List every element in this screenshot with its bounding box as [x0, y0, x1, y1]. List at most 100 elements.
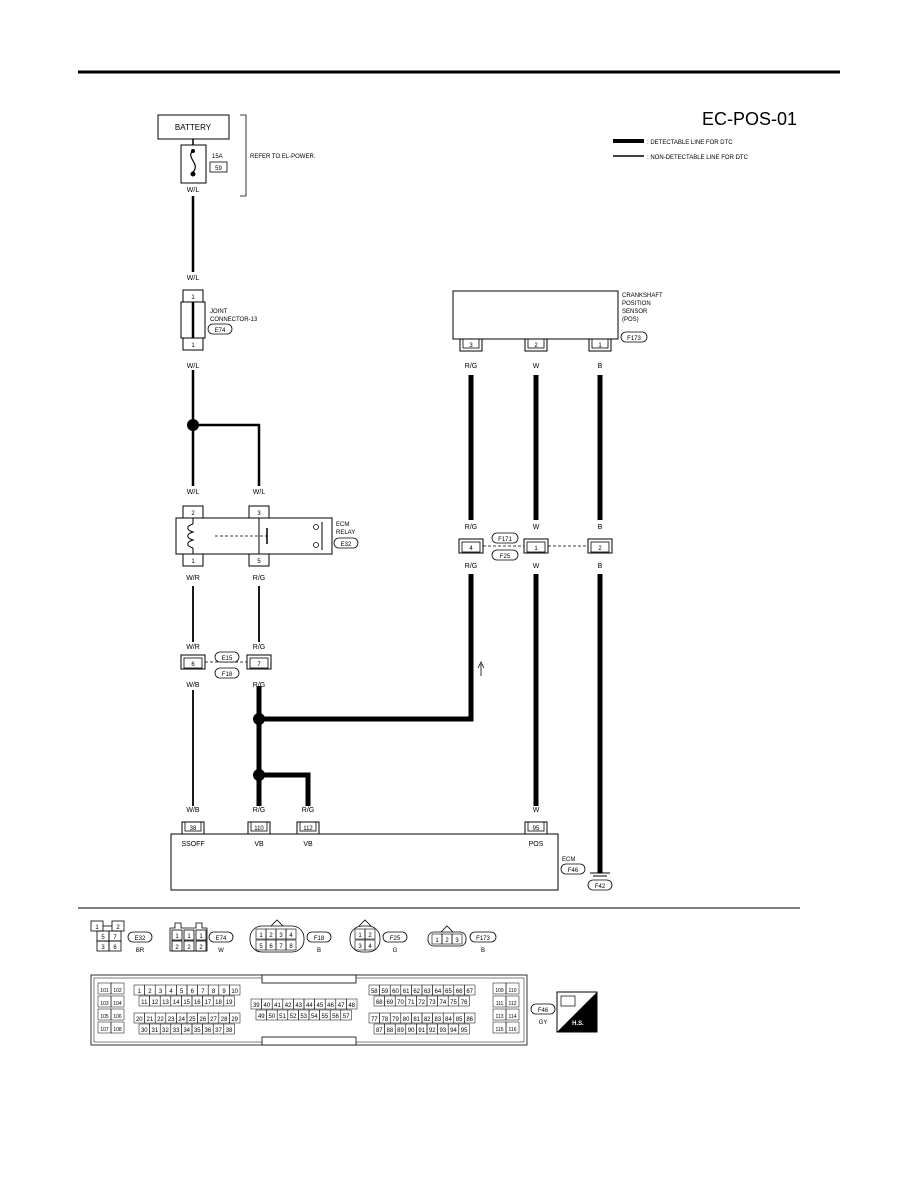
pin-number: 3 [279, 933, 283, 939]
legend-detectable: : DETECTABLE LINE FOR DTC [647, 140, 733, 146]
pin-number: 56 [332, 1014, 339, 1020]
pin-number: 73 [429, 1000, 436, 1006]
ecm-relay-code: E32 [341, 542, 352, 548]
pin-number: 116 [509, 1027, 517, 1033]
pin-number: 6 [191, 989, 195, 995]
ecm-relay-name: RELAY [336, 530, 355, 536]
pin-number: 90 [408, 1028, 415, 1034]
pin-number: 2 [368, 933, 372, 939]
pin-number: 83 [435, 1017, 442, 1023]
fuse-box [180, 144, 207, 184]
connector-view-code: F173 [476, 936, 490, 942]
crank-sensor-code: F173 [627, 336, 641, 342]
pin-number: 2 [199, 945, 203, 951]
wire-color-label: B [598, 855, 603, 862]
pin-number: 7 [113, 935, 117, 941]
pin-number: 45 [317, 1003, 324, 1009]
pin-number: 3 [257, 511, 261, 517]
crank-sensor-name: CRANKSHAFT [622, 293, 663, 299]
pin-number: 40 [264, 1003, 271, 1009]
pin-cell [505, 1008, 520, 1021]
pin-number: 101 [100, 988, 109, 994]
pin-number: 3 [159, 989, 163, 995]
pin-number: 48 [348, 1003, 355, 1009]
pin-number: 26 [200, 1017, 207, 1023]
pin-cell [229, 984, 241, 996]
pin-cell [464, 984, 476, 996]
pin-number: 44 [306, 1003, 313, 1009]
pin-number: 5 [180, 989, 184, 995]
pin-number: 1 [534, 546, 538, 552]
ecm-pin-name: POS [529, 841, 544, 848]
connector-view-code: F18 [314, 936, 325, 942]
pin-number: 1 [191, 295, 195, 301]
pin-number: 1 [435, 938, 439, 944]
pin-number: 65 [445, 989, 452, 995]
pin-number: 2 [445, 938, 449, 944]
pin-number: 5 [101, 935, 105, 941]
joint-connector: W/L 1 1 W/L JOINT CONNECTOR-13 E74 [180, 275, 258, 370]
pin-number: 7 [257, 662, 261, 668]
pin-number: 57 [343, 1014, 350, 1020]
ecm-label: ECM [562, 857, 575, 863]
pin-number: 82 [424, 1017, 431, 1023]
pin-number: 2 [598, 546, 602, 552]
wires [191, 196, 603, 873]
pin-number: 5 [257, 559, 261, 565]
connector-code: F171 [498, 537, 512, 543]
arrow-up-icon [477, 661, 485, 676]
pin-number: 66 [456, 989, 463, 995]
wire-color-label: B [598, 524, 603, 531]
pin-number: 6 [191, 662, 195, 668]
pin-number: 115 [496, 1027, 504, 1033]
pin-number: 16 [194, 1000, 201, 1006]
pin-number: 51 [279, 1014, 286, 1020]
pin-number: 28 [221, 1017, 228, 1023]
pin-number: 104 [113, 1001, 122, 1007]
pin-number: 2 [187, 945, 191, 951]
ecm-relay: W/L W/L 2 3 1 5 W/R R/G ECM RELAY E32 [175, 489, 359, 582]
pin-number: 2 [191, 511, 195, 517]
connector-view-color: B [317, 948, 321, 954]
pin-number: 1 [191, 559, 195, 565]
pin-number: 4 [469, 546, 473, 552]
connector-view-f173: 1 2 3 F173 B [427, 925, 497, 954]
pin-number: 74 [440, 1000, 447, 1006]
ecm-relay-name: ECM [336, 522, 349, 528]
pin-number: 112 [509, 1001, 517, 1007]
wire-color-label: R/G [253, 682, 265, 689]
connector-view-e32: 1 2 5 7 3 6 E32 BR [90, 920, 153, 954]
pin-number: 31 [152, 1028, 159, 1034]
pin-number: 112 [303, 826, 313, 832]
connector-code: E15 [222, 656, 233, 662]
pin-number: 1 [358, 933, 362, 939]
battery-label: BATTERY [175, 123, 212, 132]
wire-color-label: R/G [465, 363, 477, 370]
legend: : DETECTABLE LINE FOR DTC : NON-DETECTAB… [613, 139, 749, 161]
connector-code: F18 [222, 672, 233, 678]
pin-number: 9 [222, 989, 226, 995]
connector-view-color: G [393, 948, 398, 954]
pin-number: 88 [387, 1028, 394, 1034]
pin-number: 86 [466, 1017, 473, 1023]
pin-number: 60 [392, 989, 399, 995]
connector-code: F25 [500, 554, 511, 560]
pin-number: 27 [210, 1017, 217, 1023]
pin-cell [110, 982, 125, 995]
pin-number: 1 [199, 934, 203, 940]
pin-number: 1 [191, 343, 195, 349]
wire-color-label: R/G [465, 524, 477, 531]
pin-number: 71 [408, 1000, 415, 1006]
pin-number: 5 [259, 944, 263, 950]
pin-number: 79 [392, 1017, 399, 1023]
legend-non-detectable: : NON-DETECTABLE LINE FOR DTC [647, 155, 749, 161]
wire-color-label: W [533, 807, 540, 814]
pin-number: 4 [289, 933, 293, 939]
pin-number: 8 [289, 944, 293, 950]
pin-cell [340, 1009, 352, 1021]
pin-number: 49 [258, 1014, 265, 1020]
ecm-connector-code: F46 [538, 1008, 549, 1014]
ecm-pin-name: SSOFF [181, 841, 204, 848]
